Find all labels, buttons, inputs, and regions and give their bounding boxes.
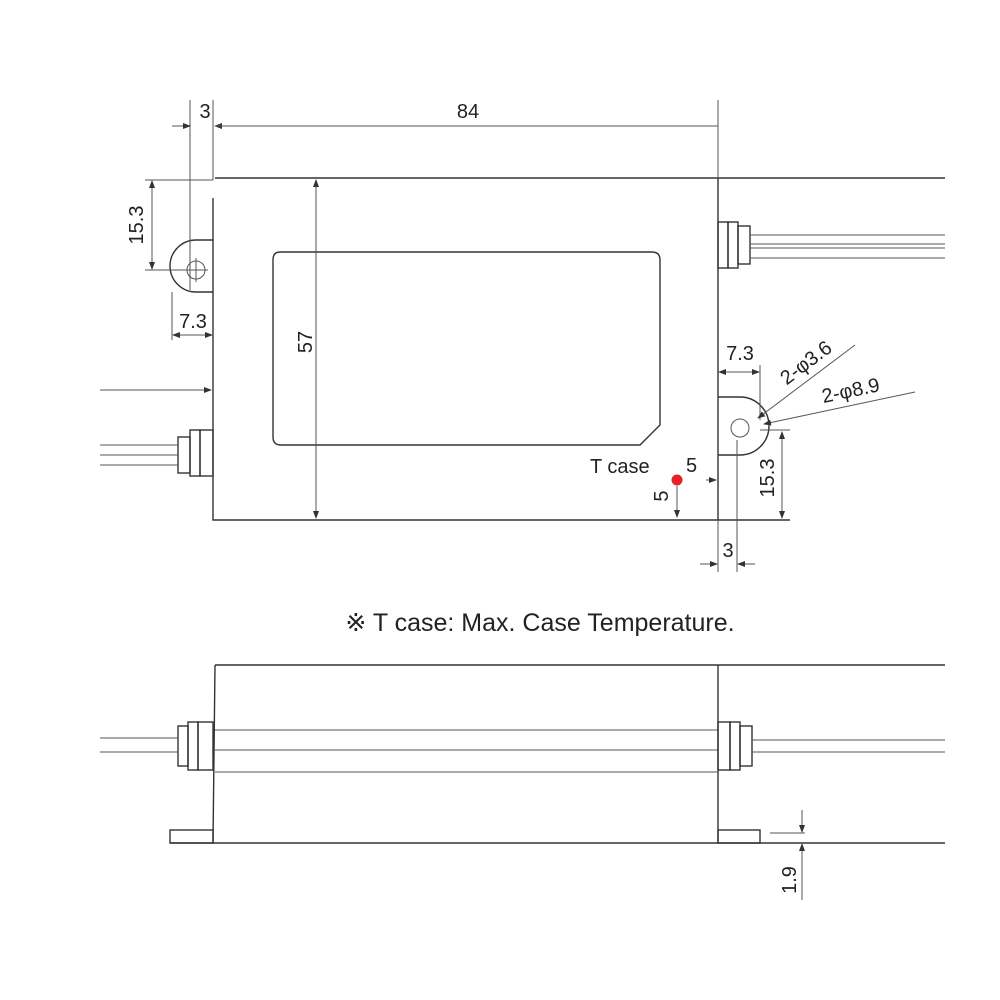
dim-width: 57	[295, 331, 317, 353]
side-view: 1.9	[100, 664, 945, 900]
ext-lines	[189, 100, 214, 290]
label-area	[272, 251, 661, 446]
right-mount-hole-icon	[730, 418, 750, 438]
ext-line	[145, 179, 213, 271]
dim-tab-thickness: 1.9	[779, 866, 801, 894]
dim-tab-width: 3	[199, 101, 210, 123]
right-cable-gland-side	[717, 721, 945, 771]
leader-line	[757, 344, 856, 419]
tcase-label: T case	[590, 456, 650, 478]
top-view: 3 84 15.3 7.3 57 7.3	[100, 100, 945, 572]
tcase-note: ※ T case: Max. Case Temperature.	[345, 609, 734, 637]
leader-line	[763, 391, 916, 426]
tcase-offset-y: 5	[651, 490, 673, 501]
left-mount-tab	[169, 239, 213, 293]
case-bands	[215, 729, 718, 773]
tcase-point-icon	[671, 474, 683, 486]
dim-tab-width-right: 3	[722, 540, 733, 562]
right-foot	[717, 829, 761, 844]
dim-hole-x-right: 7.3	[726, 343, 754, 365]
dim-length: 84	[457, 101, 479, 123]
left-cable-gland	[100, 429, 214, 477]
case-outline-side	[170, 664, 945, 844]
ext-line	[717, 440, 738, 572]
right-cable-gland	[717, 221, 945, 269]
case-outline-top	[212, 177, 945, 521]
right-mount-tab	[718, 396, 770, 456]
dim-hole-y-right: 15.3	[757, 459, 779, 498]
dim-hole-x-left: 7.3	[179, 311, 207, 333]
dim-hole-y-left: 15.3	[126, 206, 148, 245]
tcase-offset-x: 5	[686, 455, 697, 477]
left-cable-gland-side	[100, 721, 214, 771]
left-foot	[169, 829, 214, 844]
dim-tab-diameter: 2-φ8.9	[820, 374, 882, 408]
